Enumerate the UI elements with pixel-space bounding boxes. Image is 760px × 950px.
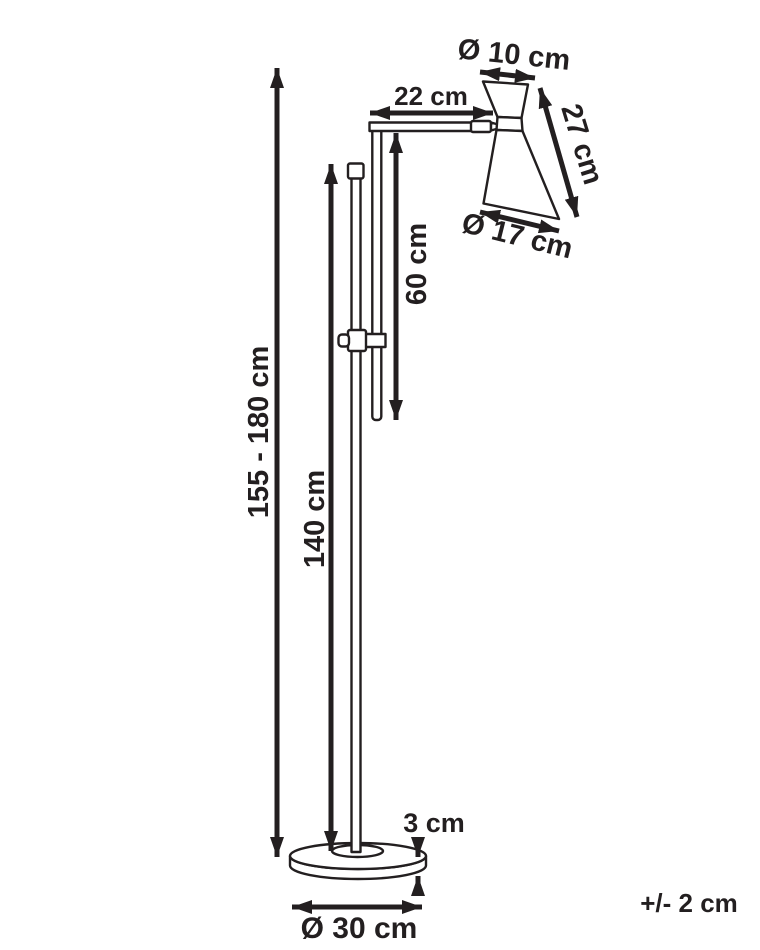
shade-waist bbox=[495, 115, 524, 133]
arm-length-label: 22 cm bbox=[394, 81, 468, 111]
shade-height-arrow bbox=[537, 87, 580, 218]
tolerance-label: +/- 2 cm bbox=[640, 888, 738, 918]
clamp-knob bbox=[337, 333, 351, 348]
floor-lamp-drawing bbox=[288, 80, 561, 881]
shade-bottom-cone bbox=[482, 128, 561, 221]
lamp-arm bbox=[368, 121, 474, 133]
total-height-label: 155 - 180 cm bbox=[243, 346, 275, 519]
lamp-base bbox=[288, 841, 428, 881]
pole-height-label: 140 cm bbox=[299, 470, 331, 568]
base-thickness-label: 3 cm bbox=[403, 808, 465, 838]
height-clamp bbox=[337, 328, 387, 353]
shade-top-diameter-arrow bbox=[479, 67, 536, 83]
lamp-shade bbox=[481, 80, 561, 221]
base-diameter-label: Ø 30 cm bbox=[301, 912, 418, 945]
shade-bottom-diameter-arrow bbox=[479, 209, 560, 234]
shade-top-diameter-label: Ø 10 cm bbox=[456, 33, 572, 77]
rod-length-label: 60 cm bbox=[401, 223, 433, 305]
pole-top-cap bbox=[346, 162, 365, 180]
dimension-arrows bbox=[270, 67, 580, 914]
lamp-pole bbox=[350, 174, 362, 854]
clamp-block bbox=[346, 328, 368, 353]
slide-rod bbox=[371, 122, 383, 422]
arm-connector bbox=[469, 119, 493, 134]
